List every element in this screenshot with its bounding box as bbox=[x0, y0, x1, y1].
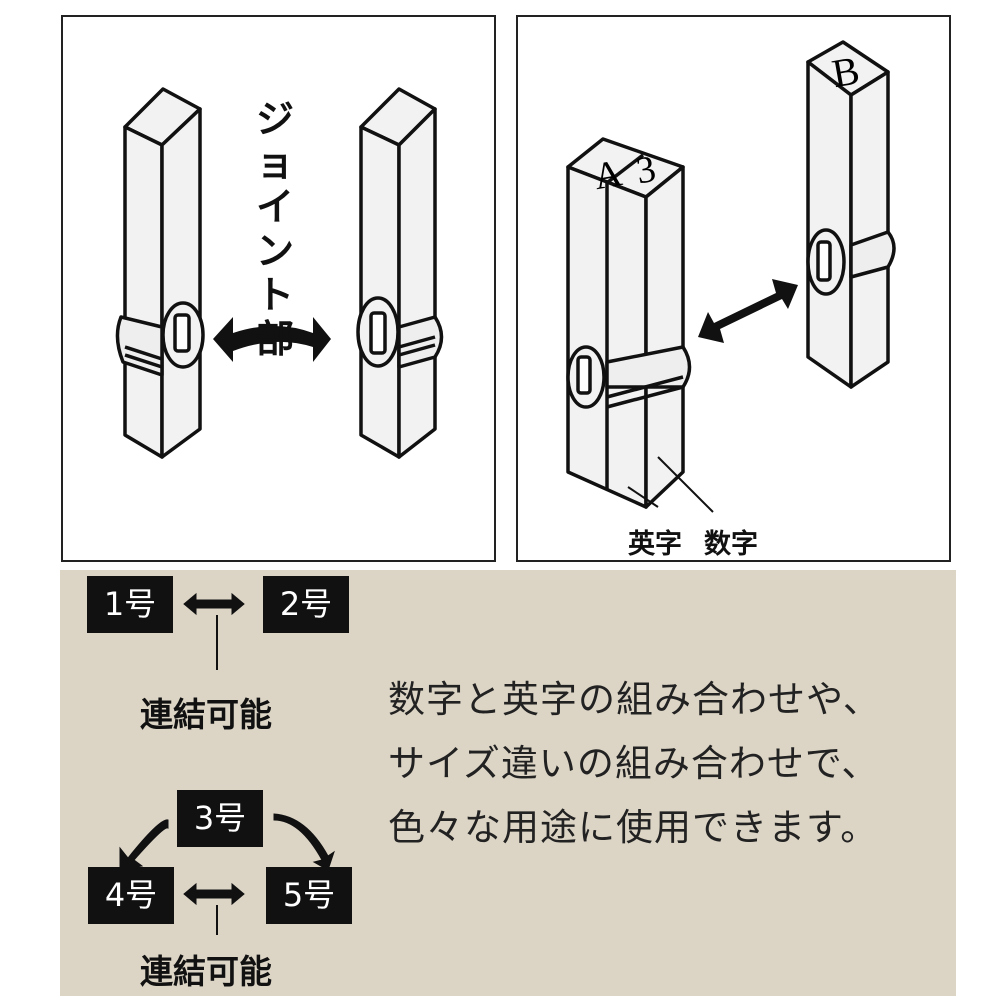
connection-arrows bbox=[119, 592, 335, 935]
combination-illustration-panel: A 3 B 英字 数字 bbox=[516, 15, 951, 562]
joint-label-char: ョ bbox=[255, 141, 294, 185]
compatibility-section: 1号 2号 連結可能 3号 4号 5号 連結可能 数字と英字の組み合わせや、 サ… bbox=[60, 570, 956, 996]
joint-label-char: ジ bbox=[255, 97, 294, 141]
double-arrow-icon bbox=[698, 279, 798, 343]
double-arrow-icon bbox=[183, 882, 245, 906]
joint-illustration-panel: ジ ョ イ ン ト 部 bbox=[61, 15, 496, 562]
caption-alpha: 英字 bbox=[628, 529, 682, 560]
joint-label: ジ ョ イ ン ト 部 bbox=[253, 97, 297, 361]
curved-arrow-icon bbox=[119, 819, 169, 871]
caption-num: 数字 bbox=[704, 529, 758, 560]
description-text: 数字と英字の組み合わせや、 サイズ違いの組み合わせで、 色々な用途に使用できます… bbox=[388, 668, 881, 860]
description-line: 色々な用途に使用できます。 bbox=[388, 806, 879, 849]
connectable-label: 連結可能 bbox=[140, 695, 272, 734]
size-tag-3: 3号 bbox=[177, 790, 263, 847]
double-arrow-icon bbox=[213, 317, 331, 362]
size-tag-1: 1号 bbox=[87, 576, 173, 633]
curved-arrow-icon bbox=[273, 813, 335, 871]
size-tag-2: 2号 bbox=[263, 576, 349, 633]
double-arrow-icon bbox=[183, 592, 245, 616]
joint-label-char: ト bbox=[255, 273, 294, 317]
size-tag-5: 5号 bbox=[266, 867, 352, 924]
stamp-blocks-joint-illustration bbox=[115, 87, 444, 459]
description-line: サイズ違いの組み合わせで、 bbox=[388, 742, 880, 785]
combined-stamp-illustration: A 3 B bbox=[566, 40, 896, 513]
description-line: 数字と英字の組み合わせや、 bbox=[388, 678, 881, 721]
joint-label-char: ン bbox=[255, 229, 294, 273]
connectable-label: 連結可能 bbox=[140, 952, 272, 991]
joint-label-char: イ bbox=[255, 185, 294, 229]
joint-label-char: 部 bbox=[255, 317, 294, 361]
size-tag-4: 4号 bbox=[88, 867, 174, 924]
